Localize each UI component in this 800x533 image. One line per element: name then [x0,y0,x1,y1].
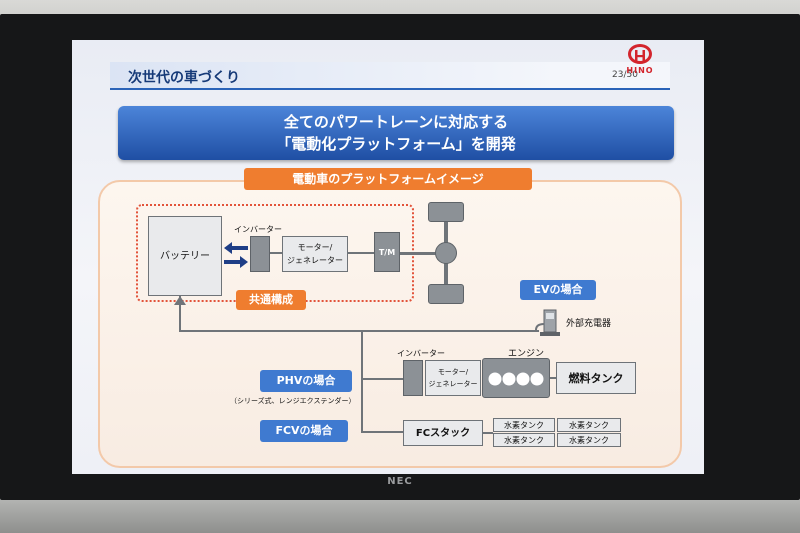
platform-label: 電動車のプラットフォームイメージ [244,168,532,190]
connector [348,252,374,254]
battery-box: バッテリー [148,216,222,296]
h2-tank-box: 水素タンク [493,433,555,447]
fuel-tank-box: 燃料タンク [556,362,636,394]
fc-stack-box: FCスタック [403,420,483,446]
external-charger-label: 外部充電器 [566,319,612,329]
connector [483,432,493,434]
h2-tank-box: 水素タンク [557,433,621,447]
hino-emblem-icon [628,44,652,64]
common-structure-label: 共通構成 [236,290,306,310]
wall [0,495,800,533]
hino-logo: HINO [620,42,660,78]
drive-shaft [400,252,442,255]
branch-line [361,332,363,432]
slide-title: 次世代の車づくり [128,70,240,86]
charge-line [179,330,539,332]
inverter-label: インバーター [234,225,282,234]
phv-inverter-label: インバーター [397,349,445,358]
cylinders-icon [488,372,544,386]
connector [550,377,556,379]
presentation-slide: 次世代の車づくり 23/50 HINO 全てのパワートレーンに対応する 「電動化… [72,40,704,474]
monitor-brand: NEC [387,476,413,487]
hino-h-icon [635,50,645,62]
page-number: 23/50 [612,70,638,80]
logo-text: HINO [626,66,654,75]
headline-line-1: 全てのパワートレーンに対応する [283,113,509,131]
phv-inverter-block [403,360,423,396]
transmission-box: T/M [374,232,400,272]
connector [270,252,282,254]
headline-banner: 全てのパワートレーンに対応する 「電動化プラットフォーム」を開発 [118,106,674,160]
charger-icon [535,309,560,336]
wheel-icon [428,284,464,304]
phv-note: （シリーズ式、レンジエクステンダー） [230,397,356,405]
charge-line [179,296,181,332]
h2-tank-box: 水素タンク [557,418,621,432]
phv-label: PHVの場合 [260,370,352,392]
headline-line-2: 「電動化プラットフォーム」を開発 [276,135,516,153]
phv-motor-box: モーター/ ジェネレーター [425,360,481,396]
branch-line [361,378,403,380]
engine-label: エンジン [508,349,545,359]
branch-line [361,431,403,433]
slide-title-bar: 次世代の車づくり 23/50 [110,62,670,90]
motor-generator-box: モーター/ ジェネレーター [282,236,348,272]
battery-flow-arrows [224,242,248,268]
engine-block [482,358,550,398]
fcv-label: FCVの場合 [260,420,348,442]
h2-tank-box: 水素タンク [493,418,555,432]
wheel-icon [428,202,464,222]
differential-icon [435,242,457,264]
inverter-block [250,236,270,272]
arrow-up-icon [174,296,186,305]
ev-label: EVの場合 [520,280,596,300]
